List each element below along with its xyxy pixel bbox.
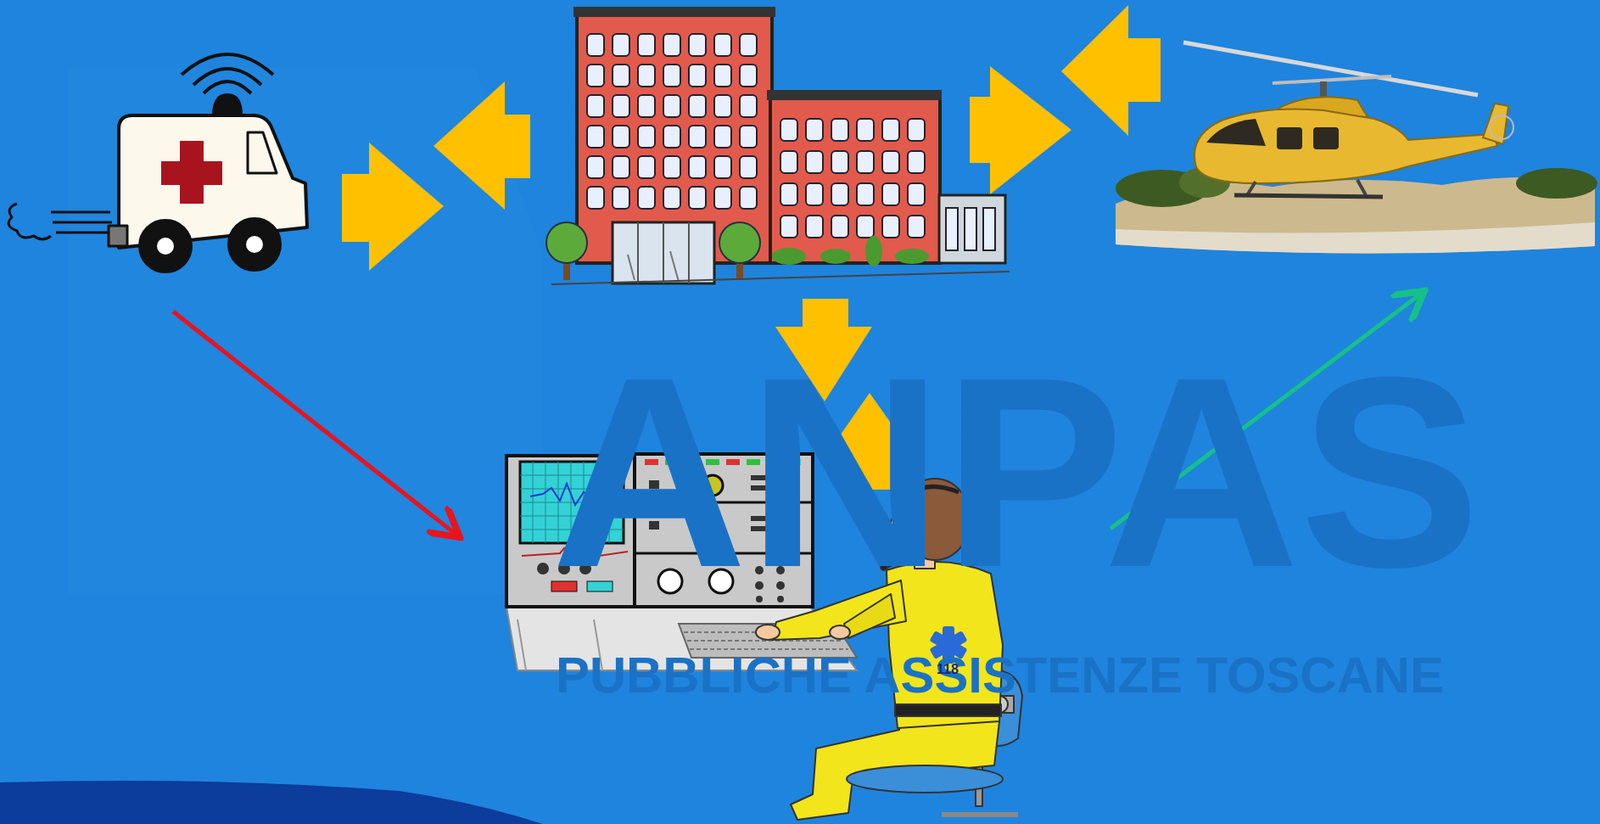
window bbox=[805, 183, 823, 206]
window bbox=[587, 33, 605, 56]
window bbox=[831, 118, 849, 141]
ground-wave bbox=[0, 780, 543, 824]
window bbox=[856, 215, 874, 238]
window bbox=[983, 207, 996, 251]
window bbox=[856, 118, 874, 141]
window bbox=[688, 64, 706, 87]
window bbox=[882, 183, 900, 206]
window bbox=[856, 183, 874, 206]
window bbox=[688, 125, 706, 148]
window bbox=[612, 95, 630, 118]
hospital bbox=[546, 6, 1010, 285]
window bbox=[587, 156, 605, 179]
helicopter bbox=[1115, 42, 1598, 254]
window bbox=[663, 186, 681, 209]
window bbox=[805, 151, 823, 174]
window bbox=[714, 95, 732, 118]
window bbox=[739, 64, 757, 87]
badge-number: 118 bbox=[936, 662, 959, 677]
red-arrow bbox=[173, 311, 457, 535]
window bbox=[714, 156, 732, 179]
window bbox=[780, 215, 798, 238]
window bbox=[907, 118, 925, 141]
window bbox=[612, 64, 630, 87]
window bbox=[612, 156, 630, 179]
window bbox=[831, 183, 849, 206]
window bbox=[907, 183, 925, 206]
window bbox=[637, 64, 655, 87]
window bbox=[964, 207, 977, 251]
window bbox=[637, 186, 655, 209]
window bbox=[663, 95, 681, 118]
window bbox=[805, 215, 823, 238]
window bbox=[637, 33, 655, 56]
window bbox=[945, 207, 958, 251]
window bbox=[907, 215, 925, 238]
ambulance bbox=[8, 54, 308, 272]
window bbox=[663, 156, 681, 179]
watermark-logo: ANPAS bbox=[551, 336, 1481, 609]
window bbox=[587, 95, 605, 118]
window bbox=[882, 118, 900, 141]
window bbox=[612, 125, 630, 148]
window bbox=[688, 33, 706, 56]
window bbox=[714, 125, 732, 148]
window bbox=[780, 118, 798, 141]
window bbox=[739, 186, 757, 209]
window bbox=[831, 215, 849, 238]
window bbox=[714, 33, 732, 56]
window bbox=[587, 125, 605, 148]
window bbox=[907, 151, 925, 174]
window bbox=[739, 33, 757, 56]
window bbox=[688, 95, 706, 118]
window bbox=[739, 95, 757, 118]
window bbox=[739, 125, 757, 148]
window bbox=[637, 156, 655, 179]
window bbox=[688, 186, 706, 209]
window bbox=[587, 64, 605, 87]
window bbox=[780, 183, 798, 206]
window bbox=[714, 64, 732, 87]
window bbox=[688, 156, 706, 179]
window bbox=[612, 186, 630, 209]
window bbox=[587, 186, 605, 209]
window bbox=[780, 151, 798, 174]
window bbox=[856, 151, 874, 174]
window bbox=[663, 125, 681, 148]
window bbox=[805, 118, 823, 141]
window bbox=[739, 156, 757, 179]
window bbox=[612, 33, 630, 56]
window bbox=[714, 186, 732, 209]
window bbox=[663, 33, 681, 56]
window bbox=[637, 95, 655, 118]
window bbox=[831, 151, 849, 174]
background-shape bbox=[67, 67, 543, 594]
window bbox=[637, 125, 655, 148]
window bbox=[882, 215, 900, 238]
window bbox=[882, 151, 900, 174]
watermark-text: PUBBLICHE ASSISTENZE TOSCANE bbox=[555, 649, 1444, 701]
window bbox=[663, 64, 681, 87]
